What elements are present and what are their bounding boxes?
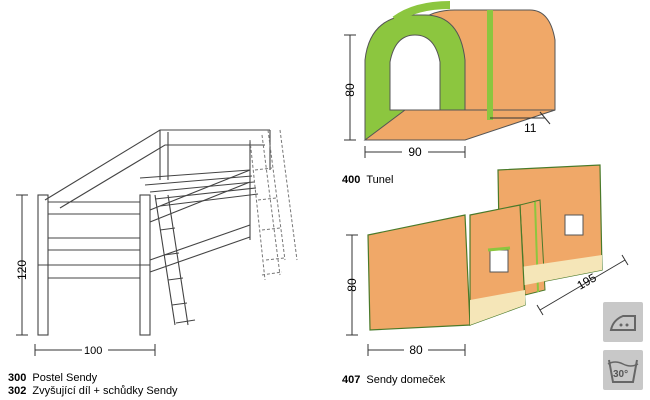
bed-caption-2: 302 Zvyšující díl + schůdky Sendy [8,385,178,398]
bed-height-label: 120 [15,260,29,280]
bed-code-2: 302 [8,385,27,397]
house-code: 407 [342,374,361,386]
tunnel-width-label: 90 [408,145,422,159]
iron-icon [603,302,643,342]
house-label: Sendy domeček [366,374,446,386]
bed-width-dimension [34,343,156,357]
wash-30-icon: 30° [603,350,643,390]
bed-caption-1: 300 Postel Sendy [8,372,97,385]
house-height-label: 80 [345,278,359,292]
tunnel-illustration: 80 90 11 [343,1,556,159]
tunnel-height-label: 80 [343,83,357,97]
tunnel-label: Tunel [366,174,394,186]
tunnel-code: 400 [342,174,361,186]
wash-temp-label: 30° [613,369,629,380]
bed-illustration: 120 [15,129,298,336]
tunnel-depth-label: 11 [524,121,537,135]
bed-label-1: Postel Sendy [32,372,98,384]
house-width-label: 80 [409,343,423,357]
house-caption: 407 Sendy domeček [342,374,445,387]
house-illustration: 80 80 195 [345,164,629,357]
bed-label-2: Zvyšující díl + schůdky Sendy [32,385,178,397]
tunnel-caption: 400 Tunel [342,174,393,187]
bed-code-1: 300 [8,372,27,384]
bed-width-label: 100 [84,345,103,357]
